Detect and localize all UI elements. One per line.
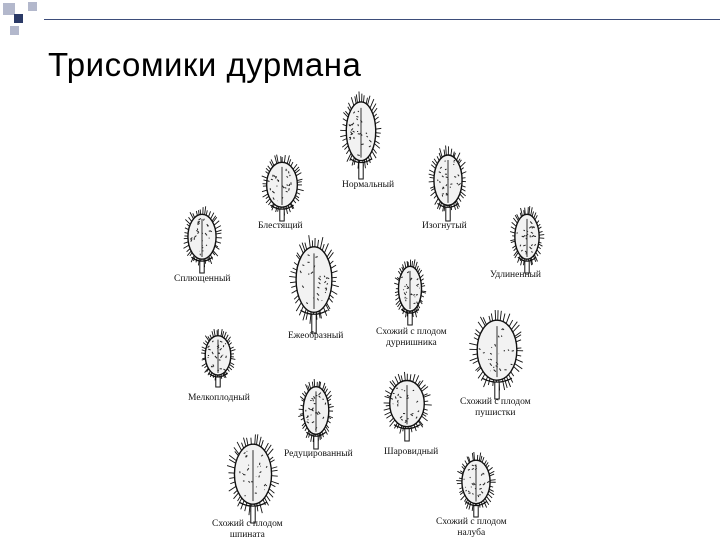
label-nalub-like: Схожий с плодом налуба [436,517,507,539]
decor-square [10,26,19,35]
label-line: Схожий с плодом [212,519,283,530]
fruit-pumpkin-like-illustration [466,309,528,401]
label-line: дурнишника [376,338,447,349]
label-line: налуба [436,528,507,539]
label-elongated: Удлиненный [490,270,541,281]
label-line: Схожий с плодом [460,397,531,408]
decor-square [28,2,37,11]
label-line: шпината [212,530,283,541]
label-pumpkin-like: Схожий с плодом пушистки [460,397,531,419]
label-small-fruit: Мелкоплодный [188,393,250,404]
label-spinach-like: Схожий с плодом шпината [212,519,283,541]
label-nut-like: Схожий с плодом дурнишника [376,327,447,349]
fruit-flattened-illustration [180,205,224,275]
fruit-spinach-like-illustration [224,433,282,525]
fruit-bent-illustration [426,145,470,223]
label-globular: Шаровидный [384,447,438,458]
label-shiny: Блестящий [258,221,303,232]
fruit-small-illustration [198,327,238,389]
label-bent: Изогнутый [422,221,467,232]
slide-title: Трисомики дурмана [48,46,361,84]
corner-decoration [0,0,120,50]
fruit-elongated-illustration [508,205,546,275]
fruit-reduced-illustration [296,377,336,451]
label-normal: Нормальный [342,180,394,191]
trisomics-figure: Нормальный Блестящий Изогнутый Сплющенны… [160,85,570,540]
label-reduced: Редуцированный [284,449,353,460]
label-line: пушистки [460,408,531,419]
fruit-nut-like-illustration [392,257,428,327]
fruit-shiny-illustration [258,153,306,223]
fruit-nalub-like-illustration [454,451,498,519]
label-line: Схожий с плодом [436,517,507,528]
fruit-hedgehog-illustration [286,235,342,335]
fruit-normal-illustration [338,91,384,181]
label-hedgehog: Ежеобразный [288,331,343,342]
label-line: Схожий с плодом [376,327,447,338]
fruit-globular-illustration [380,371,434,443]
decor-square [14,14,23,23]
header-rule [44,19,720,20]
label-flattened: Сплющенный [174,274,230,285]
